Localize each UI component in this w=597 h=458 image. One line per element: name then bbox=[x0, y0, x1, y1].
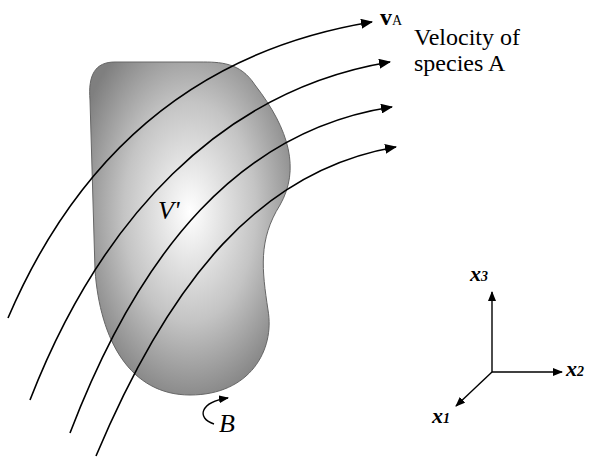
streamline bbox=[96, 147, 396, 456]
streamline bbox=[70, 107, 392, 433]
volume-label: V' bbox=[158, 197, 179, 226]
streamline bbox=[8, 22, 372, 318]
coordinate-axis bbox=[491, 292, 492, 372]
streamline bbox=[30, 62, 390, 400]
blob-outline bbox=[85, 58, 300, 400]
velocity-vector: vA bbox=[380, 4, 402, 30]
coordinate-axis bbox=[456, 372, 492, 406]
annotation: Velocity of species A bbox=[414, 24, 579, 77]
coordinate-axis bbox=[492, 371, 562, 372]
axis-label: x2 bbox=[566, 357, 584, 381]
control-volume: V' bbox=[85, 58, 300, 400]
axis-label: x3 bbox=[470, 262, 488, 286]
boundary-label: B bbox=[219, 410, 235, 439]
axis-label: x1 bbox=[432, 404, 450, 428]
